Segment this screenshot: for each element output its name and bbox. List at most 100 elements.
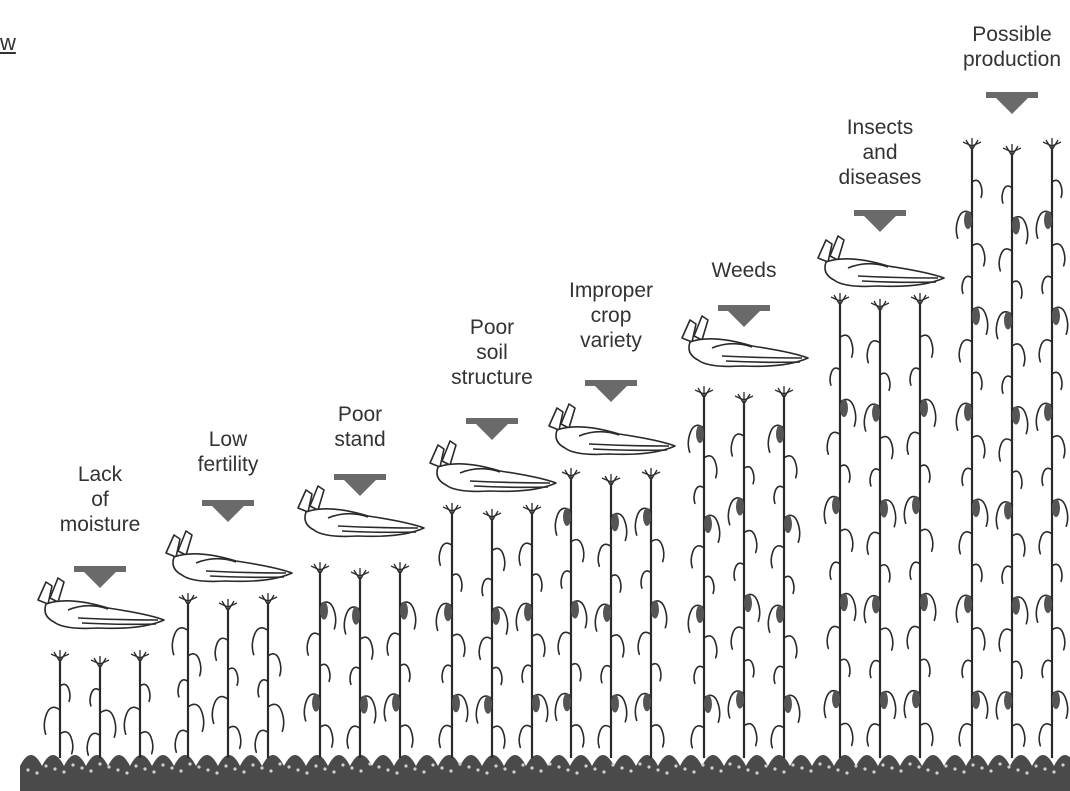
soil-speck — [512, 770, 515, 773]
corn-ear — [1012, 597, 1020, 615]
corn-leaf — [1039, 340, 1052, 362]
soil-speck — [908, 762, 911, 765]
stage-label-line: Poor — [451, 315, 533, 340]
soil-speck — [314, 764, 317, 767]
corn-plant — [44, 650, 73, 758]
stage-6 — [682, 305, 808, 758]
corn-leaf — [178, 680, 188, 697]
soil-speck — [197, 765, 200, 768]
corn-leaf — [571, 540, 584, 562]
soil-speck — [494, 764, 497, 767]
corn-plant — [595, 474, 626, 758]
soil-speck — [1052, 770, 1055, 773]
corn-leaf — [827, 432, 840, 454]
corn-leaf — [784, 636, 797, 658]
stage-label-line: Low — [198, 427, 259, 452]
corn-leaf — [1042, 276, 1052, 293]
corn-ear — [920, 593, 928, 611]
tassel — [483, 509, 501, 521]
corn-leaf — [360, 637, 373, 659]
soil-speck — [170, 766, 173, 769]
corn-ear — [872, 595, 880, 613]
stage-1 — [38, 566, 164, 758]
corn-leaf — [347, 726, 360, 748]
corn-leaf — [611, 635, 624, 657]
soil-speck — [224, 764, 227, 767]
soil-speck — [962, 770, 965, 773]
corn-leaf — [482, 579, 492, 596]
stage-8 — [956, 92, 1067, 758]
soil-speck — [719, 769, 722, 772]
corn-ear — [704, 695, 712, 713]
corn-leaf — [532, 634, 545, 656]
corn-leaf — [1012, 281, 1022, 298]
corn-plant — [768, 386, 799, 758]
soil-speck — [755, 771, 758, 774]
corn-leaf — [320, 664, 330, 681]
corn-leaf — [1012, 724, 1025, 746]
corn-leaf — [519, 725, 532, 747]
stage-2 — [166, 500, 292, 758]
corn-leaf — [60, 684, 70, 701]
corn-plant — [1036, 138, 1067, 758]
stage-label-line: Lack — [60, 462, 141, 487]
soil-speck — [440, 766, 443, 769]
corn-leaf — [784, 456, 797, 478]
soil-speck — [773, 767, 776, 770]
down-arrow-icon — [585, 380, 637, 402]
soil-speck — [242, 770, 245, 773]
corn-plant — [172, 593, 203, 758]
tassel — [775, 386, 793, 398]
tassel — [735, 392, 753, 404]
corn-leaf — [962, 276, 972, 293]
corn-leaf — [452, 634, 465, 656]
corn-leaf — [350, 667, 360, 684]
down-arrow-icon — [202, 500, 254, 522]
soil-speck — [944, 764, 947, 767]
soil-speck — [899, 769, 902, 772]
soil-speck — [107, 765, 110, 768]
soil-mounds — [20, 755, 1070, 791]
corn-leaf — [258, 680, 268, 697]
soil-speck — [125, 771, 128, 774]
corn-ear — [563, 508, 571, 526]
corn-ear — [1044, 211, 1052, 229]
corn-leaf — [731, 627, 744, 649]
soil-speck — [278, 762, 281, 765]
corn-ear — [784, 695, 792, 713]
corn-plant — [384, 562, 415, 758]
soil-speck — [368, 762, 371, 765]
soil-speck — [395, 771, 398, 774]
corn-plant — [436, 503, 467, 758]
corn-leaf — [172, 628, 188, 655]
corn-ear — [484, 696, 492, 714]
pressing-hand-icon — [430, 441, 556, 491]
soil-speck — [836, 768, 839, 771]
corn-leaf — [774, 666, 784, 683]
corn-leaf — [920, 335, 933, 357]
stage-label-line: crop — [569, 303, 653, 328]
corn-leaf — [611, 575, 621, 592]
stage-label-line: and — [839, 140, 922, 165]
soil-speck — [539, 769, 542, 772]
corn-ear — [611, 695, 619, 713]
corn-leaf — [638, 632, 651, 654]
corn-leaf — [175, 730, 188, 752]
corn-plant — [956, 138, 987, 758]
stage-label: Impropercropvariety — [569, 278, 653, 353]
down-arrow-icon — [718, 305, 770, 327]
corn-leaf — [744, 531, 757, 553]
corn-plant — [904, 293, 935, 758]
corn-plant — [824, 293, 855, 758]
corn-leaf — [1012, 344, 1025, 366]
corn-leaf — [734, 563, 744, 580]
corn-plant — [555, 468, 586, 758]
corn-leaf — [1012, 471, 1022, 488]
soil-speck — [467, 765, 470, 768]
soil-speck — [260, 766, 263, 769]
soil-speck — [26, 768, 29, 771]
corn-leaf — [1012, 661, 1022, 678]
soil-speck — [1016, 768, 1019, 771]
corn-leaf — [60, 732, 73, 754]
